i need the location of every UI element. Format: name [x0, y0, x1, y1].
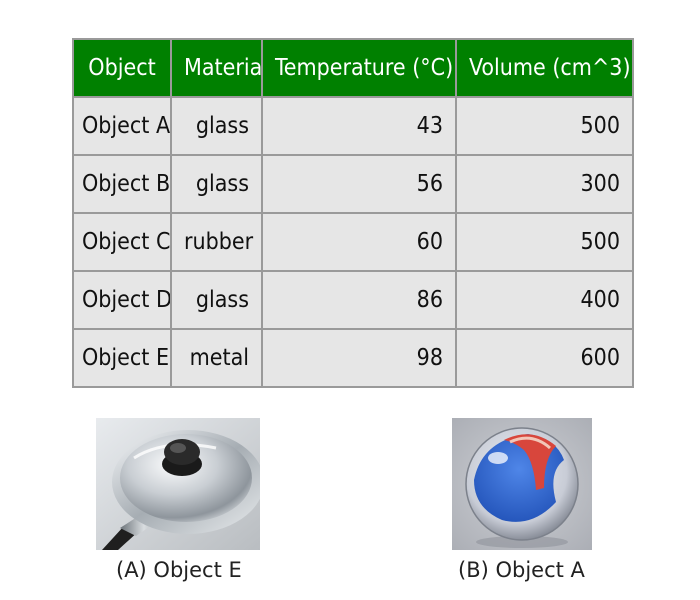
data-table: Object Material Temperature (°C) Volume … [72, 38, 634, 388]
table-row: Object E metal 98 600 [72, 328, 634, 388]
cell-object: Object D [72, 270, 172, 330]
figure-object-a: (B) Object A [452, 418, 592, 582]
header-temperature: Temperature (°C) [261, 38, 457, 98]
table-row: Object B glass 56 300 [72, 154, 634, 214]
cell-object: Object E [72, 328, 172, 388]
header-volume: Volume (cm^3) [455, 38, 634, 98]
cell-volume: 500 [455, 212, 634, 272]
cell-temperature: 86 [261, 270, 457, 330]
table-header-row: Object Material Temperature (°C) Volume … [72, 38, 634, 98]
header-object: Object [72, 38, 172, 98]
cell-volume: 400 [455, 270, 634, 330]
cell-object: Object B [72, 154, 172, 214]
table-row: Object C rubber 60 500 [72, 212, 634, 272]
cell-material: metal [170, 328, 263, 388]
cell-material: glass [170, 270, 263, 330]
cell-temperature: 60 [261, 212, 457, 272]
cell-volume: 300 [455, 154, 634, 214]
cell-temperature: 98 [261, 328, 457, 388]
cell-temperature: 43 [261, 96, 457, 156]
cell-volume: 500 [455, 96, 634, 156]
table-row: Object D glass 86 400 [72, 270, 634, 330]
figure-object-e: (A) Object E [96, 418, 260, 582]
header-material: Material [170, 38, 263, 98]
table-row: Object A glass 43 500 [72, 96, 634, 156]
cell-material: glass [170, 154, 263, 214]
marble-photo [452, 418, 592, 550]
pot-lid-photo [96, 418, 260, 550]
cell-object: Object A [72, 96, 172, 156]
cell-volume: 600 [455, 328, 634, 388]
cell-temperature: 56 [261, 154, 457, 214]
cell-material: glass [170, 96, 263, 156]
cell-object: Object C [72, 212, 172, 272]
cell-material: rubber [170, 212, 263, 272]
caption-a: (A) Object E [116, 558, 242, 582]
caption-b: (B) Object A [458, 558, 585, 582]
